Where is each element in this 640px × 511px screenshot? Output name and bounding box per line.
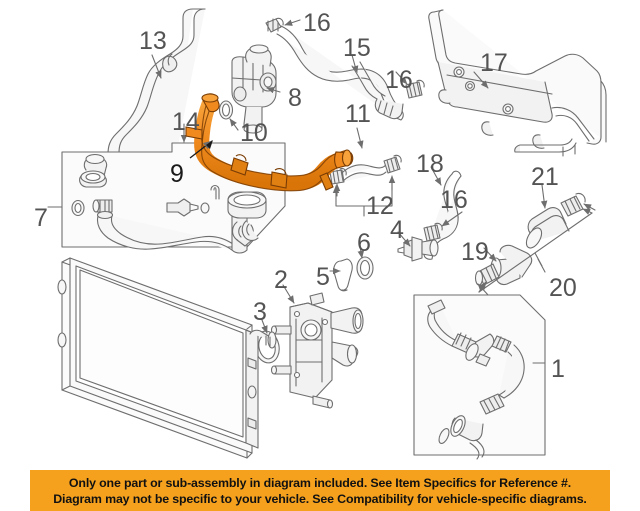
callout-21: 21 (531, 163, 559, 191)
callout-3: 3 (253, 298, 267, 326)
part-16-clamp-mid (405, 79, 425, 99)
callout-19: 19 (461, 238, 489, 266)
callout-1: 1 (551, 355, 565, 383)
part-11-hose (351, 61, 404, 120)
callout-12: 12 (366, 192, 394, 220)
callout-17: 17 (480, 49, 508, 77)
callout-8: 8 (288, 84, 302, 112)
part-15-hose (276, 25, 404, 121)
part-6-o-ring (356, 256, 374, 280)
part-1-assembly-box (413, 294, 546, 460)
part-2-thermostat-housing (270, 292, 364, 409)
part-5-clip (333, 258, 353, 292)
radiator (57, 257, 277, 459)
part-10-o-ring (218, 100, 234, 120)
callout-6: 6 (357, 229, 371, 257)
part-17-coolant-pipe (428, 9, 607, 157)
callout-5: 5 (316, 263, 330, 291)
callout-14: 14 (172, 108, 200, 136)
disclaimer-line-2: Diagram may not be specific to your vehi… (53, 491, 587, 506)
part-8-water-pump (231, 44, 277, 134)
callout-20: 20 (549, 274, 577, 302)
disclaimer-banner: Only one part or sub-assembly in diagram… (30, 470, 610, 511)
part-16-clamp-top (265, 17, 284, 33)
callout-16-top: 16 (303, 9, 331, 37)
part-19-connector (474, 244, 533, 286)
callout-13: 13 (139, 27, 167, 55)
callout-4: 4 (390, 216, 404, 244)
callout-15: 15 (343, 34, 371, 62)
callout-16-mid: 16 (385, 66, 413, 94)
disclaimer-line-1: Only one part or sub-assembly in diagram… (68, 475, 572, 490)
clamp-extra-left (241, 220, 259, 241)
callout-16-low: 16 (440, 186, 468, 214)
callout-9: 9 (170, 160, 184, 188)
part-16-clamp-low (423, 222, 443, 242)
callout-18: 18 (416, 150, 444, 178)
callout-11: 11 (345, 100, 371, 128)
callout-10: 10 (240, 119, 268, 147)
part-9-coolant-pipe-highlighted (185, 93, 354, 192)
part-21-connector (525, 192, 586, 249)
callout-7: 7 (34, 204, 48, 232)
callout-2: 2 (274, 266, 288, 294)
